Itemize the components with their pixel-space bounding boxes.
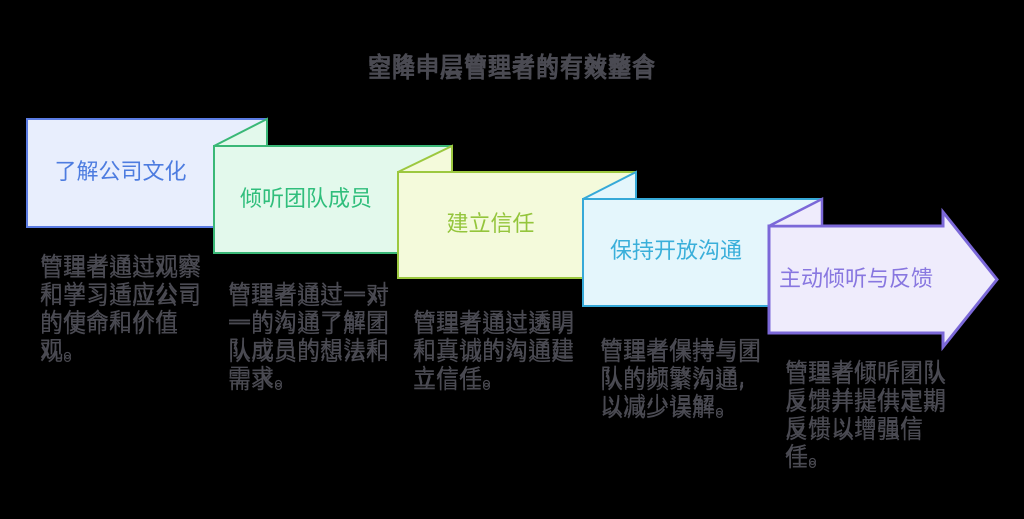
desc-line: 管理者通过透明 [413,309,574,335]
step-5-fold-icon [768,196,824,228]
desc-line: 队成员的想法和 [228,337,389,363]
desc-line-ghost: 立信任。 [413,368,505,394]
desc-line: 观。 [40,337,86,363]
step-5-arrow-icon [767,207,999,352]
desc-line-ghost: 队的频繁沟通, [600,368,746,394]
desc-line: 的使命和价值 [40,309,178,335]
desc-line-ghost: 观。 [40,340,86,366]
desc-line-ghost: 队成员的想法和 [228,340,389,366]
desc-line-ghost: 和真诚的沟通建 [413,340,574,366]
desc-line: 立信任。 [413,365,505,391]
desc-line-ghost: 管理者通过一对 [228,284,389,310]
desc-line-ghost: 反馈以增强信 [785,418,923,444]
desc-line: 管理者通过观察 [40,253,201,279]
desc-line: 一的沟通了解团 [228,309,389,335]
desc-line-ghost: 管理者通过透明 [413,312,574,338]
desc-line: 任。 [785,443,831,469]
desc-line-ghost: 管理者保持与团 [600,340,761,366]
desc-line: 和学习适应公司 [40,281,201,307]
step-5-label: 主动倾听与反馈 [778,267,933,292]
desc-line-ghost: 任。 [785,446,831,472]
step-1-label: 了解公司文化 [54,160,187,185]
desc-line-ghost: 管理者通过观察 [40,256,201,282]
desc-line: 和真诚的沟通建 [413,337,574,363]
desc-line: 管理者保持与团 [600,337,761,363]
step-1-description: 管理者通过观察管理者通过观察 和学习适应公司和学习适应公司 的使命和价值的使命和… [40,252,218,366]
diagram-title-ghost: 空降中层管理者的有效整合 [368,57,656,83]
desc-line: 管理者通过一对 [228,281,389,307]
desc-line: 反馈并提供定期 [785,387,946,413]
desc-line-ghost: 和学习适应公司 [40,284,201,310]
step-2-description: 管理者通过一对管理者通过一对 一的沟通了解团一的沟通了解团 队成员的想法和队成员… [228,280,406,394]
desc-line: 管理者倾听团队 [785,359,946,385]
desc-line: 以减少误解。 [600,393,738,419]
desc-line: 需求。 [228,365,297,391]
step-4-fold-icon [582,170,637,200]
step-5-banner [767,196,999,352]
step-3-description: 管理者通过透明管理者通过透明 和真诚的沟通建和真诚的沟通建 立信任。立信任。 [413,308,591,394]
desc-line-ghost: 以减少误解。 [600,396,738,422]
desc-line-ghost: 反馈并提供定期 [785,390,946,416]
desc-line-ghost: 一的沟通了解团 [228,312,389,338]
desc-line: 队的频繁沟通, [600,365,746,391]
step-3-label: 建立信任 [446,212,535,237]
desc-line-ghost: 的使命和价值 [40,312,178,338]
desc-line-ghost: 需求。 [228,368,297,394]
step-4-description: 管理者保持与团管理者保持与团 队的频繁沟通,队的频繁沟通, 以减少误解。以减少误… [600,336,778,422]
step-5-description: 管理者倾听团队管理者倾听团队 反馈并提供定期反馈并提供定期 反馈以增强信反馈以增… [785,358,963,472]
desc-line: 反馈以增强信 [785,415,923,441]
diagram-title-text: 空降中层管理者的有效整合 [368,53,656,79]
step-4-label: 保持开放沟通 [609,239,742,264]
step-2-fold-icon [213,117,268,147]
desc-line-ghost: 管理者倾听团队 [785,362,946,388]
step-2-label: 倾听团队成员 [239,187,372,212]
diagram-title: 空降中层管理者的有效整合 空降中层管理者的有效整合 [0,52,1024,83]
step-3-fold-icon [397,144,453,173]
